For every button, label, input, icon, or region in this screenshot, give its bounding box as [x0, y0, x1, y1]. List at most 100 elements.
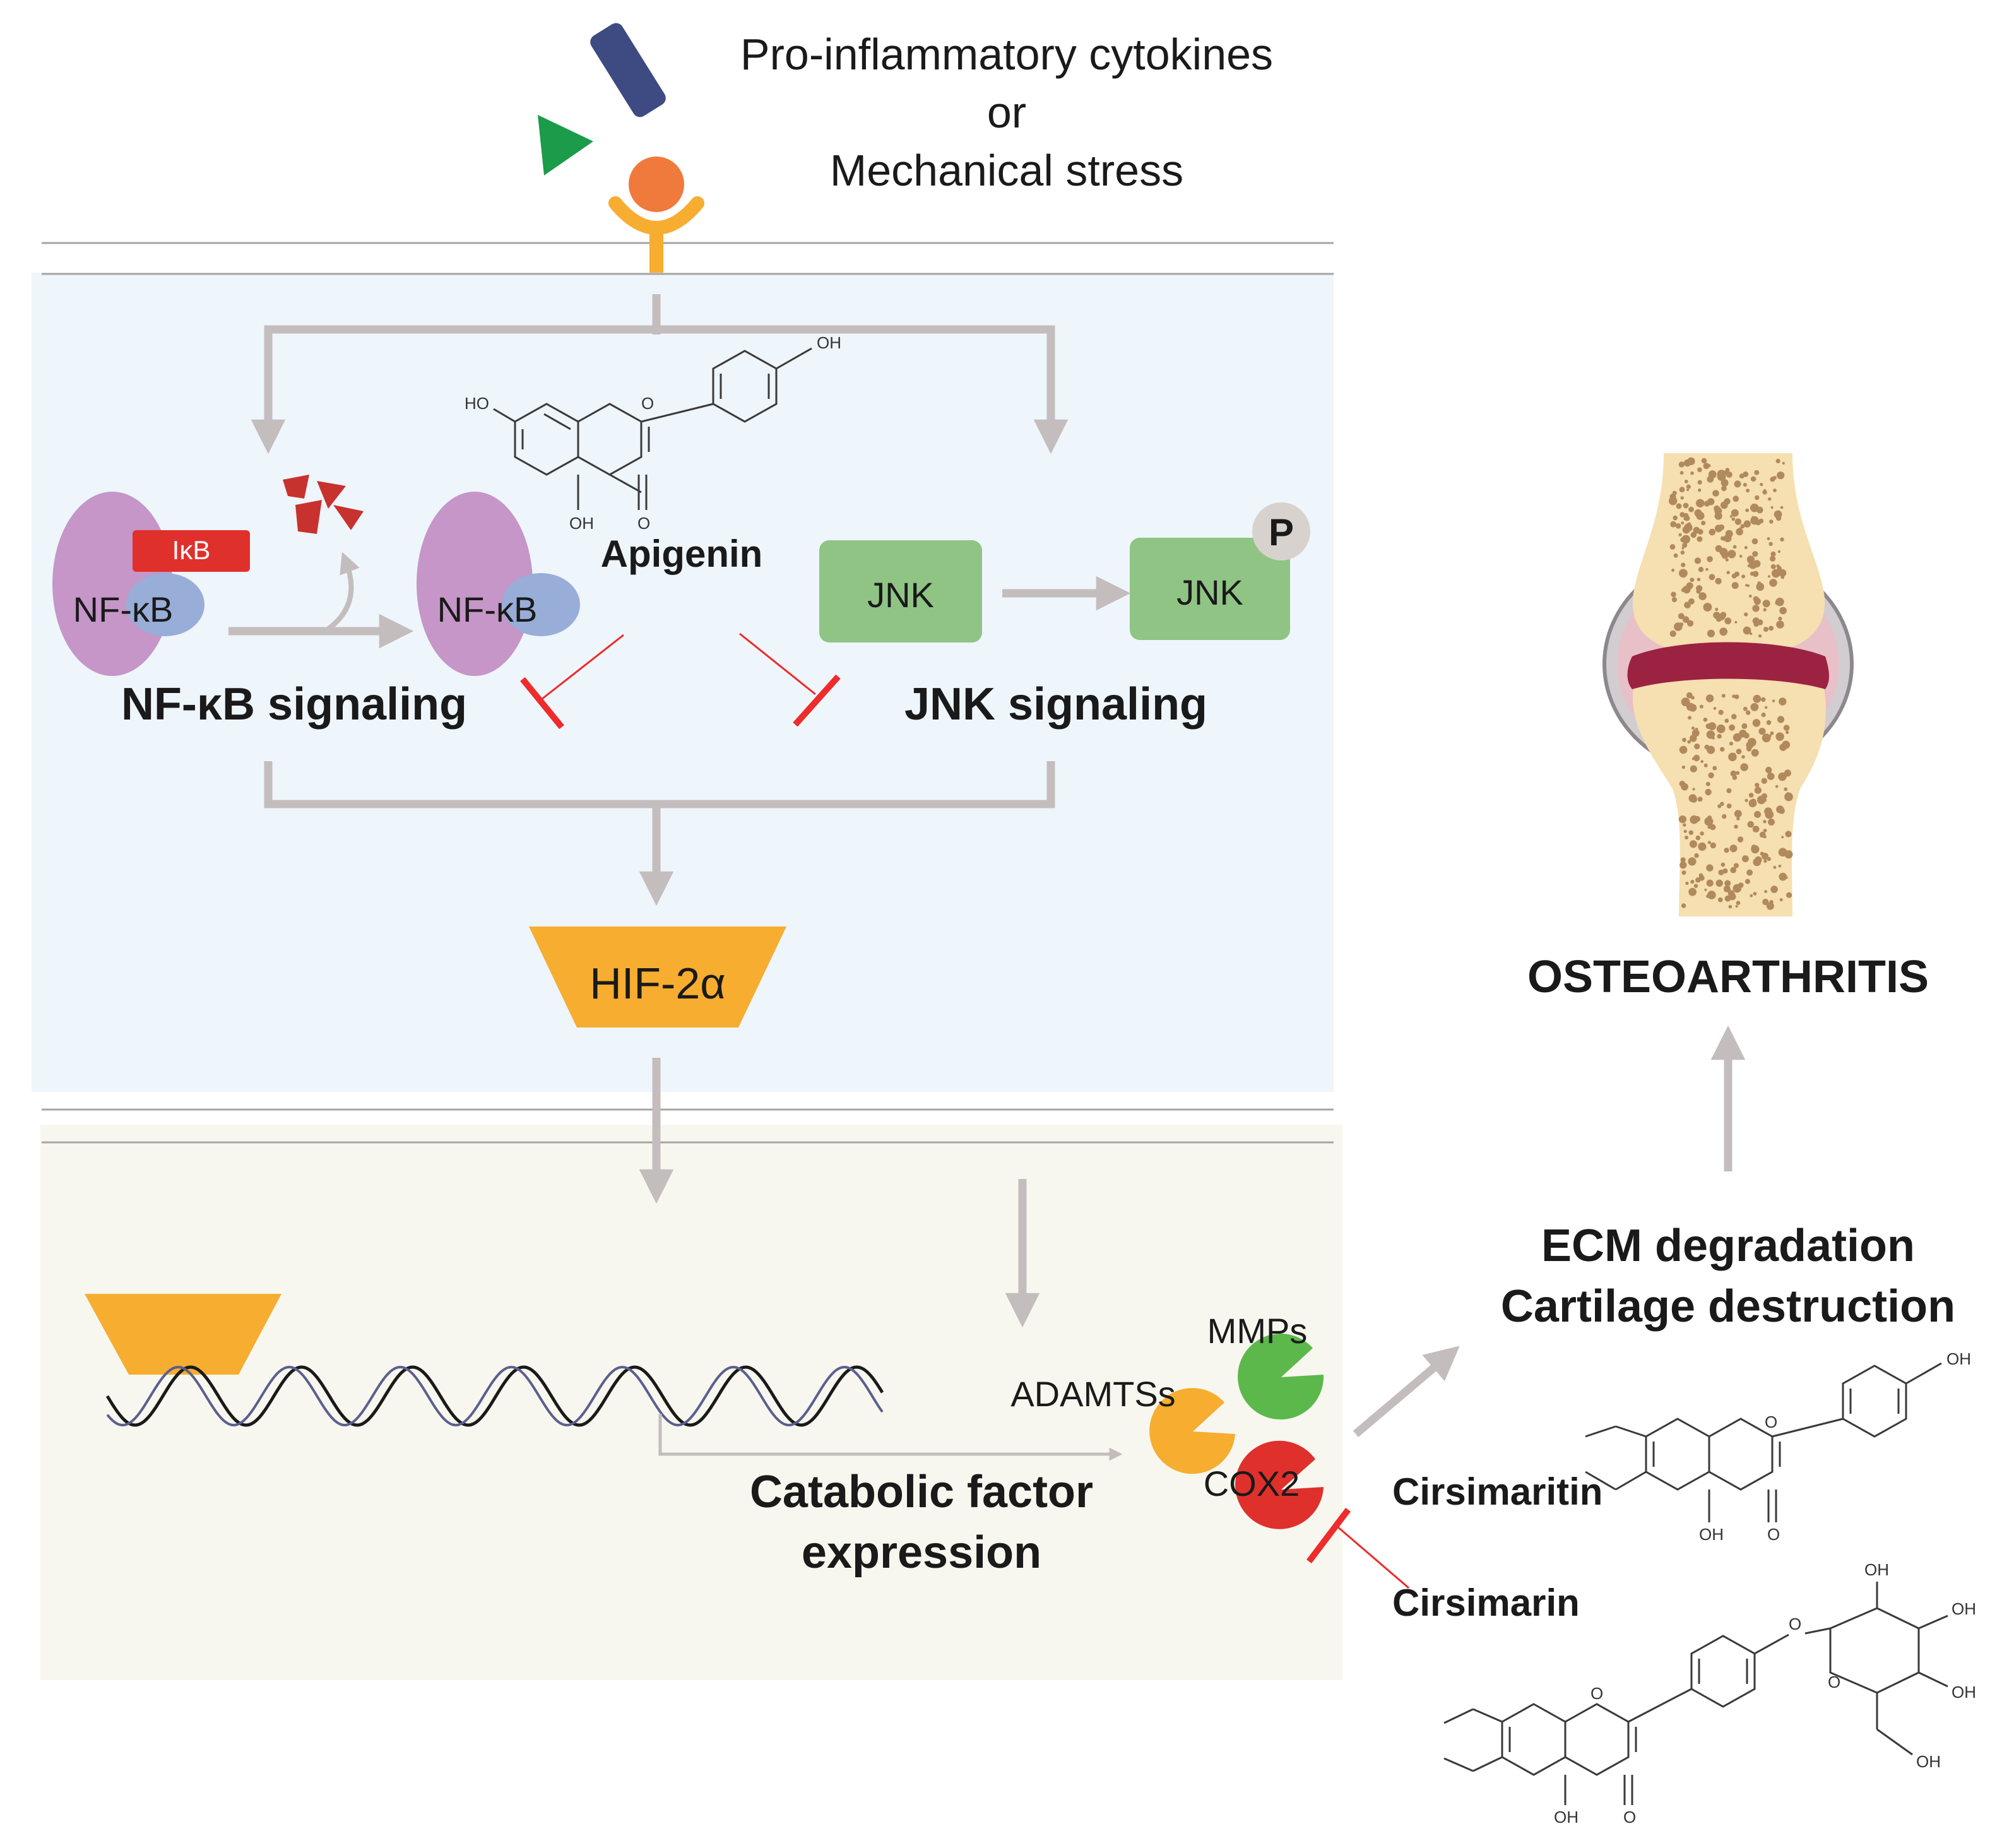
bone-texture-dot — [1778, 617, 1782, 621]
bone-texture-dot — [1773, 489, 1777, 492]
bone-texture-dot — [1773, 865, 1777, 869]
cirsimaritin-o-carbonyl: O — [1767, 1525, 1780, 1544]
bone-texture-dot — [1763, 608, 1767, 612]
jnk-pathway-label: JNK signaling — [904, 679, 1207, 730]
apigenin-ho-left: HO — [465, 394, 489, 413]
bone-texture-dot — [1741, 574, 1746, 579]
bone-texture-dot — [1704, 888, 1707, 891]
bone-texture-dot — [1754, 786, 1762, 794]
bone-texture-dot — [1710, 824, 1716, 831]
bone-texture-dot — [1784, 787, 1788, 791]
bone-texture-dot — [1771, 569, 1780, 578]
bone-texture-dot — [1682, 737, 1686, 742]
bone-texture-dot — [1750, 894, 1753, 897]
bone-texture-dot — [1753, 598, 1761, 605]
bone-texture-dot — [1706, 864, 1714, 872]
bone-texture-dot — [1761, 697, 1766, 702]
bone-texture-dot — [1764, 890, 1768, 893]
bone-texture-dot — [1689, 840, 1697, 848]
bone-texture-dot — [1668, 497, 1678, 506]
bone-texture-dot — [1703, 603, 1712, 612]
bone-texture-dot — [1732, 775, 1738, 780]
bone-texture-dot — [1706, 730, 1715, 739]
cirsimarin-inhibits-cox2 — [1306, 1507, 1409, 1589]
bone-texture-dot — [1743, 483, 1747, 487]
bone-texture-dot — [1724, 880, 1731, 887]
bone-texture-dot — [1691, 726, 1695, 730]
bone-texture-dot — [1707, 556, 1713, 562]
bone-texture-dot — [1732, 694, 1736, 698]
bone-texture-dot — [1683, 823, 1686, 827]
bone-texture-dot — [1680, 537, 1686, 543]
stimulus-line-3: Mechanical stress — [830, 146, 1183, 195]
bone-texture-dot — [1775, 785, 1779, 788]
bone-texture-dot — [1709, 574, 1715, 581]
bone-texture-dot — [1743, 706, 1748, 711]
bone-texture-dot — [1720, 747, 1725, 752]
bone-texture-dot — [1779, 743, 1787, 751]
bone-texture-dot — [1690, 796, 1698, 803]
bone-texture-dot — [1679, 471, 1684, 475]
bone-texture-dot — [1786, 892, 1792, 898]
bone-texture-dot — [1762, 899, 1769, 906]
bone-texture-dot — [1746, 555, 1755, 564]
bone-texture-dot — [1684, 480, 1688, 483]
apigenin-oh-top: OH — [817, 333, 841, 352]
pjnk-label: JNK — [1176, 572, 1243, 612]
bone-texture-dot — [1750, 632, 1753, 636]
bone-texture-dot — [1767, 575, 1770, 578]
bone-texture-dot — [1748, 793, 1754, 798]
bone-texture-dot — [1747, 738, 1756, 747]
bone-texture-dot — [1770, 731, 1774, 735]
bone-texture-dot — [1777, 550, 1781, 554]
ikb-label: IκB — [172, 535, 211, 565]
bone-texture-dot — [1695, 835, 1701, 841]
bone-texture-dot — [1747, 564, 1750, 567]
bone-texture-dot — [1733, 752, 1736, 756]
bone-texture-dot — [1680, 496, 1684, 500]
bone-texture-dot — [1679, 622, 1684, 627]
bone-texture-dot — [1746, 869, 1753, 876]
bone-texture-dot — [1734, 571, 1739, 577]
bone-texture-dot — [1707, 745, 1715, 754]
jnk-label: JNK — [867, 575, 934, 615]
bone-texture-dot — [1733, 755, 1736, 759]
bone-texture-dot — [1726, 571, 1730, 574]
bone-texture-dot — [1729, 724, 1736, 731]
hif2a-label: HIF-2α — [589, 959, 725, 1008]
apigenin-o-carbonyl: O — [637, 514, 650, 533]
nfkb-free-purple — [417, 492, 533, 676]
bone-texture-dot — [1690, 880, 1695, 884]
bone-texture-dot — [1770, 886, 1778, 893]
cirsimarin-o-link: O — [1789, 1614, 1801, 1633]
bone-texture-dot — [1775, 458, 1780, 464]
bone-texture-dot — [1717, 897, 1723, 903]
bone-texture-dot — [1752, 826, 1760, 832]
bone-texture-dot — [1714, 524, 1722, 533]
cirsimarin-oh-s3: OH — [1952, 1683, 1976, 1702]
bone-texture-dot — [1736, 749, 1742, 754]
receptor-icon — [608, 196, 704, 273]
bone-texture-dot — [1740, 524, 1745, 529]
cytokine-triangle-icon — [538, 115, 593, 175]
bone-texture-dot — [1785, 831, 1792, 838]
apigenin-o-ring: O — [641, 394, 654, 413]
bone-texture-dot — [1741, 755, 1745, 759]
cirsimarin-oh-s2: OH — [1952, 1599, 1976, 1618]
bone-texture-dot — [1770, 506, 1774, 509]
bone-texture-dot — [1670, 521, 1677, 528]
bone-texture-dot — [1721, 694, 1726, 698]
bone-texture-dot — [1753, 560, 1761, 568]
bone-texture-dot — [1779, 697, 1787, 706]
bone-texture-dot — [1676, 503, 1682, 509]
bone-texture-dot — [1735, 904, 1738, 908]
bone-texture-dot — [1744, 612, 1748, 617]
bone-texture-dot — [1681, 903, 1686, 908]
stimulus-line-1: Pro-inflammatory cytokines — [740, 30, 1273, 79]
bone-texture-dot — [1721, 552, 1729, 559]
bone-texture-dot — [1764, 706, 1768, 709]
bone-texture-dot — [1774, 510, 1782, 519]
bone-texture-dot — [1760, 483, 1763, 487]
nfkb-complex-label: NF-κB — [73, 589, 174, 629]
bone-texture-dot — [1719, 627, 1728, 636]
